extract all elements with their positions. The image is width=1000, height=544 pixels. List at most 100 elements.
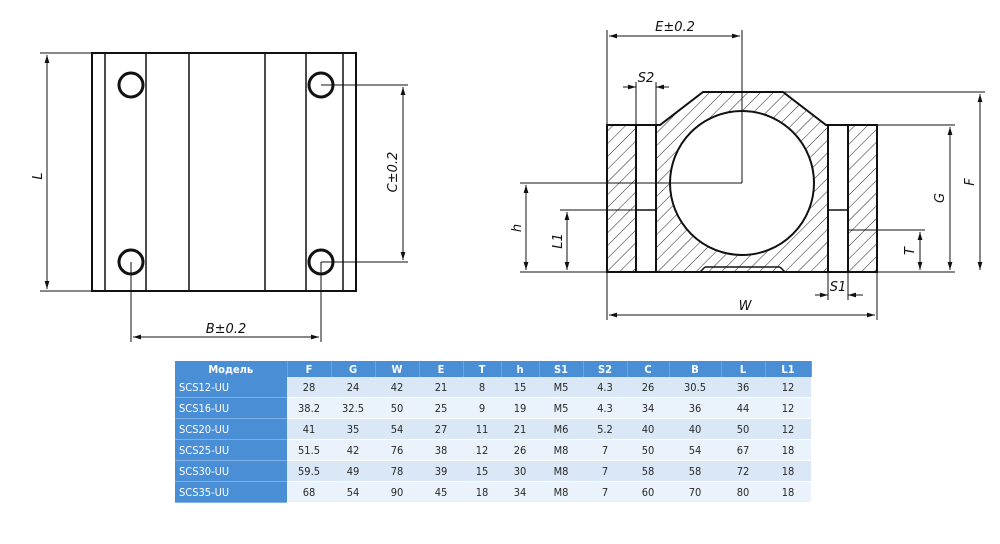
table-cell: 7	[583, 481, 627, 503]
dim-label-T: T	[903, 246, 918, 255]
table-cell: 44	[721, 397, 765, 419]
table-cell: 36	[669, 397, 721, 419]
table-cell: 30.5	[669, 377, 721, 398]
table-cell: 54	[375, 418, 419, 440]
model-cell: SCS16-UU	[175, 397, 287, 419]
front-view	[606, 91, 878, 273]
table-cell: 67	[721, 439, 765, 461]
table-cell: 68	[287, 481, 331, 503]
table-cell: 90	[375, 481, 419, 503]
header-cell: F	[287, 361, 332, 377]
screw-slot	[827, 124, 849, 273]
table-cell: 24	[331, 377, 375, 398]
model-cell: SCS12-UU	[175, 377, 287, 398]
table-cell: 11	[463, 418, 501, 440]
header-cell: B	[669, 361, 722, 377]
table-cell: M8	[539, 460, 583, 482]
header-cell: G	[331, 361, 376, 377]
table-cell: 38.2	[287, 397, 331, 419]
dim-label-W: W	[739, 299, 753, 314]
header-cell: W	[375, 361, 420, 377]
table-cell: 26	[627, 377, 669, 398]
housing-section	[606, 91, 878, 273]
table-cell: 12	[765, 377, 811, 398]
table-cell: M8	[539, 439, 583, 461]
table-cell: 60	[627, 481, 669, 503]
table-cell: 45	[419, 481, 463, 503]
table-cell: 27	[419, 418, 463, 440]
dim-label-L1: L1	[551, 233, 566, 249]
table-cell: 78	[375, 460, 419, 482]
table-cell: 21	[419, 377, 463, 398]
table-cell: 18	[463, 481, 501, 503]
table-cell: 7	[583, 439, 627, 461]
table-cell: 30	[501, 460, 539, 482]
header-cell: L	[721, 361, 766, 377]
top-view-outline	[91, 52, 357, 292]
model-cell: SCS30-UU	[175, 460, 287, 482]
table-cell: 8	[463, 377, 501, 398]
model-cell: SCS25-UU	[175, 439, 287, 461]
table-cell: 18	[765, 481, 811, 503]
table-cell: M8	[539, 481, 583, 503]
table-cell: M5	[539, 397, 583, 419]
table-cell: 7	[583, 460, 627, 482]
mount-hole	[117, 71, 145, 99]
spec-table: Модель F G W E T h S1 S2 C B L L1 SCS12-…	[175, 361, 812, 503]
table-cell: 76	[375, 439, 419, 461]
table-cell: 12	[463, 439, 501, 461]
dim-label-E: E±0.2	[655, 20, 695, 35]
table-cell: 42	[331, 439, 375, 461]
table-cell: 4.3	[583, 377, 627, 398]
table-cell: 25	[419, 397, 463, 419]
table-cell: 40	[627, 418, 669, 440]
header-cell: C	[627, 361, 670, 377]
table-cell: 41	[287, 418, 331, 440]
top-view	[40, 52, 408, 342]
table-cell: 5.2	[583, 418, 627, 440]
table-cell: 32.5	[331, 397, 375, 419]
dim-label-C: C±0.2	[386, 152, 401, 193]
dim-label-G: G	[933, 193, 948, 203]
table-cell: 50	[375, 397, 419, 419]
table-cell: M6	[539, 418, 583, 440]
dim-label-F: F	[963, 178, 978, 186]
table-cell: 49	[331, 460, 375, 482]
header-cell: E	[419, 361, 464, 377]
table-cell: 26	[501, 439, 539, 461]
table-cell: 18	[765, 439, 811, 461]
table-cell: 9	[463, 397, 501, 419]
header-cell: S2	[583, 361, 628, 377]
table-cell: 50	[627, 439, 669, 461]
table-cell: 59.5	[287, 460, 331, 482]
dim-label-L: L	[31, 172, 46, 179]
table-cell: 72	[721, 460, 765, 482]
table-cell: 80	[721, 481, 765, 503]
table-cell: 50	[721, 418, 765, 440]
table-cell: 15	[463, 460, 501, 482]
table-cell: 39	[419, 460, 463, 482]
table-cell: 15	[501, 377, 539, 398]
table-cell: 58	[627, 460, 669, 482]
table-cell: 21	[501, 418, 539, 440]
table-cell: 35	[331, 418, 375, 440]
model-cell: SCS35-UU	[175, 481, 287, 503]
table-cell: 36	[721, 377, 765, 398]
table-cell: 54	[669, 439, 721, 461]
front-view-dimensions	[520, 30, 985, 320]
table-cell: 42	[375, 377, 419, 398]
model-cell: SCS20-UU	[175, 418, 287, 440]
table-cell: 12	[765, 397, 811, 419]
table-cell: 70	[669, 481, 721, 503]
table-header-row: Модель F G W E T h S1 S2 C B L L1	[175, 361, 812, 377]
table-cell: 19	[501, 397, 539, 419]
table-cell: 34	[627, 397, 669, 419]
screw-slot	[635, 124, 657, 273]
table-cell: 58	[669, 460, 721, 482]
table-cell: 28	[287, 377, 331, 398]
